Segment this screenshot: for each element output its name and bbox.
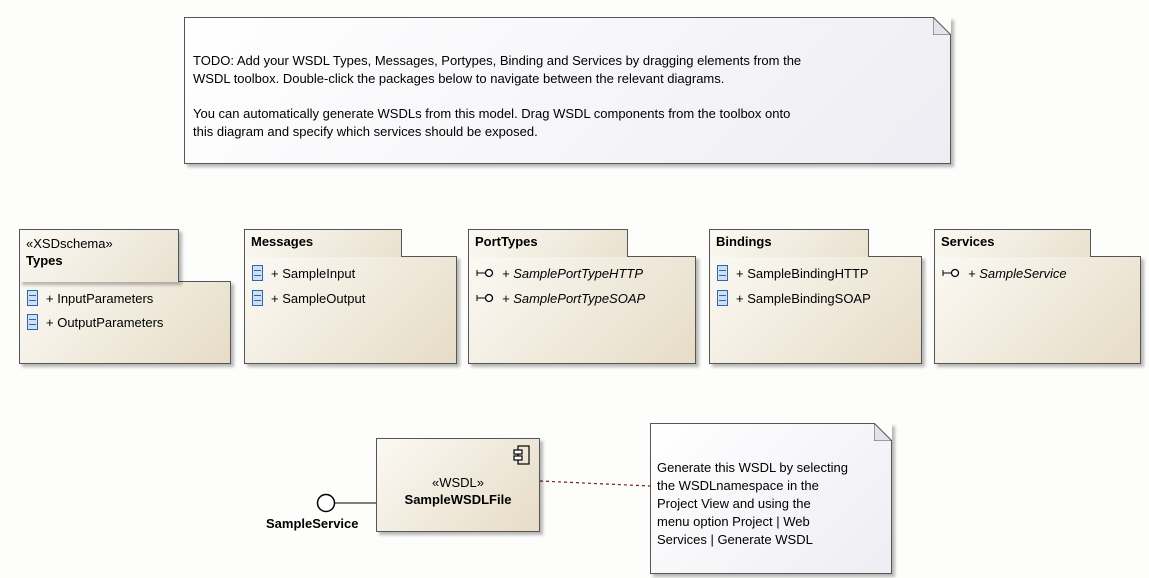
package-item-label: + SamplePortTypeHTTP (502, 265, 644, 281)
interface-circle-icon[interactable] (316, 493, 338, 515)
todo-note-line-4: this diagram and specify which services … (193, 124, 538, 139)
component-sample-wsdl-file[interactable]: «WSDL» SampleWSDLFile (376, 438, 540, 532)
package-porttypes-body (468, 256, 696, 364)
todo-note-line-1: TODO: Add your WSDL Types, Messages, Por… (193, 53, 802, 68)
package-messages-body (244, 256, 457, 364)
package-item-label: + SamplePortTypeSOAP (502, 290, 646, 306)
interface-lollipop-icon (942, 268, 960, 278)
package-porttypes-tab: PortTypes (468, 229, 628, 257)
note-line: Project View and using the (657, 496, 811, 511)
package-messages[interactable]: Messages + SampleInput + SampleOutput (244, 229, 457, 364)
class-icon (252, 290, 263, 306)
package-types-title: Types (26, 253, 63, 268)
class-icon (717, 265, 728, 281)
package-types-stereotype: «XSDschema» (26, 236, 113, 251)
todo-note-line-3: You can automatically generate WSDLs fro… (193, 106, 791, 121)
note-line: Services | Generate WSDL (657, 532, 813, 547)
generate-wsdl-note[interactable]: Generate this WSDL by selecting the WSDL… (650, 423, 892, 574)
list-item[interactable]: + InputParameters (27, 289, 153, 307)
package-services-title: Services (941, 234, 995, 249)
package-messages-title: Messages (251, 234, 314, 249)
package-item-label: + InputParameters (46, 290, 154, 306)
list-item[interactable]: + SamplePortTypeHTTP (476, 264, 643, 282)
package-porttypes[interactable]: PortTypes + SamplePortTypeHTTP + SampleP… (468, 229, 696, 364)
component-title: SampleWSDLFile (404, 492, 512, 507)
package-types[interactable]: «XSDschema» Types + InputParameters + Ou… (19, 229, 231, 364)
component-icon (513, 445, 530, 465)
interface-lollipop-icon (476, 293, 494, 303)
note-line: menu option Project | Web (657, 514, 810, 529)
package-messages-tab: Messages (244, 229, 402, 257)
package-bindings-tab: Bindings (709, 229, 869, 257)
component-stereotype: «WSDL» (431, 475, 485, 490)
list-item[interactable]: + SampleBindingSOAP (717, 289, 871, 307)
package-services-tab: Services (934, 229, 1091, 257)
package-porttypes-title: PortTypes (475, 234, 538, 249)
todo-note-line-2: WSDL toolbox. Double-click the packages … (193, 71, 725, 86)
package-bindings-body (709, 256, 922, 364)
todo-note[interactable]: TODO: Add your WSDL Types, Messages, Por… (184, 17, 951, 164)
class-icon (27, 290, 38, 306)
package-item-label: + OutputParameters (46, 314, 164, 330)
package-bindings[interactable]: Bindings + SampleBindingHTTP + SampleBin… (709, 229, 922, 364)
package-item-label: + SampleService (968, 265, 1067, 281)
note-link-connector[interactable] (539, 480, 651, 487)
note-fold-corner (874, 423, 892, 441)
package-item-label: + SampleBindingHTTP (736, 265, 869, 281)
package-item-label: + SampleInput (271, 265, 356, 281)
list-item[interactable]: + SamplePortTypeSOAP (476, 289, 645, 307)
note-line: the WSDLnamespace in the (657, 478, 819, 493)
package-services-body (934, 256, 1141, 364)
interface-label: SampleService (266, 516, 359, 531)
note-fold-corner (933, 17, 951, 35)
class-icon (252, 265, 263, 281)
interface-lollipop-icon (476, 268, 494, 278)
note-line: Generate this WSDL by selecting (657, 460, 848, 475)
package-types-tab: «XSDschema» Types (19, 229, 179, 282)
list-item[interactable]: + OutputParameters (27, 313, 163, 331)
package-services[interactable]: Services + SampleService (934, 229, 1141, 364)
package-item-label: + SampleOutput (271, 290, 366, 306)
list-item[interactable]: + SampleService (942, 264, 1067, 282)
class-icon (27, 314, 38, 330)
list-item[interactable]: + SampleOutput (252, 289, 365, 307)
list-item[interactable]: + SampleInput (252, 264, 355, 282)
package-item-label: + SampleBindingSOAP (736, 290, 871, 306)
package-bindings-title: Bindings (716, 234, 772, 249)
class-icon (717, 290, 728, 306)
list-item[interactable]: + SampleBindingHTTP (717, 264, 869, 282)
